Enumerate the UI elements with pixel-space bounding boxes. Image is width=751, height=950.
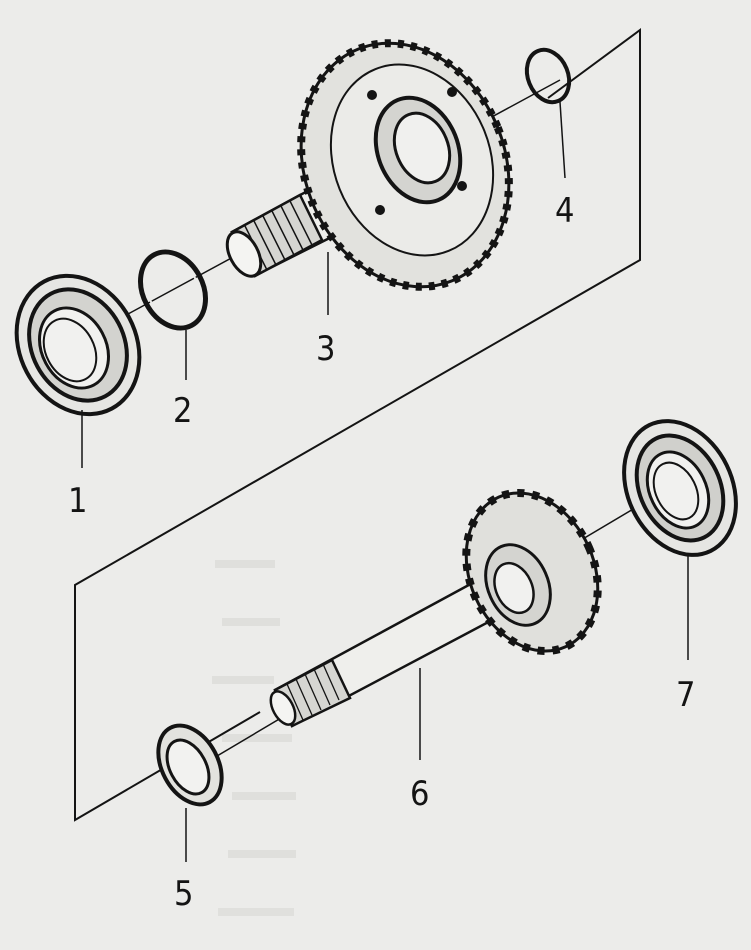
callout-3: 3 [316, 329, 335, 369]
part-5-bearing [156, 723, 224, 807]
part-3-shaft-gear [225, 39, 513, 291]
callout-2: 2 [173, 391, 192, 431]
bleed-through-text [212, 560, 296, 916]
callout-5: 5 [174, 874, 193, 914]
callout-6: 6 [410, 774, 429, 814]
upper-leader-lines [81, 101, 566, 468]
upper-assembly-frame [74, 28, 641, 822]
callout-4: 4 [555, 191, 574, 231]
callout-labels: 1 2 3 4 5 6 7 [68, 191, 695, 914]
part-1-oil-seal [14, 273, 142, 417]
part-7-bearing [622, 419, 738, 557]
part-2-o-ring [138, 249, 208, 331]
part-4-snap-ring [524, 47, 572, 105]
callout-7: 7 [676, 675, 695, 715]
callout-1: 1 [68, 481, 87, 521]
part-6-shaft-gear [269, 488, 602, 728]
lower-leader-lines [185, 555, 689, 862]
